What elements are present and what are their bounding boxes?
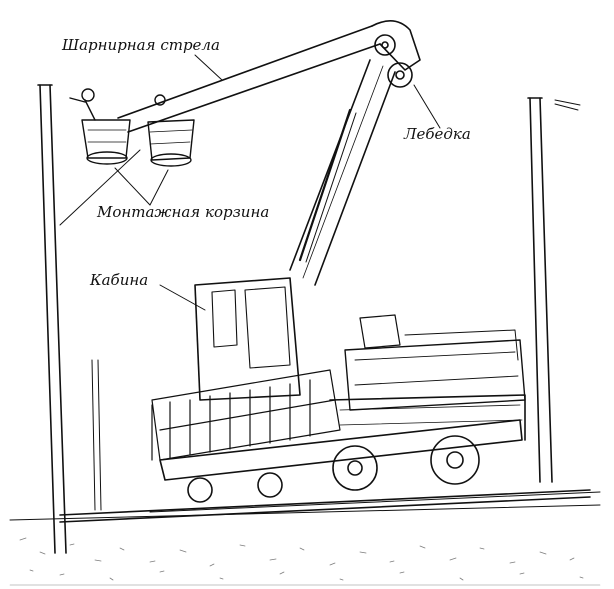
cabin: [194, 277, 301, 401]
boom-leader: [194, 54, 223, 81]
cabin-label: Кабина: [90, 271, 149, 289]
assembly-baskets: [69, 88, 195, 167]
callout-leaders: [114, 54, 441, 311]
basket-leader-2: [149, 169, 169, 206]
rail-track: [59, 489, 601, 523]
boom-label: Шарнирная стрела: [62, 36, 220, 54]
articulated-boom: [117, 20, 421, 286]
vehicle-chassis: [159, 394, 526, 481]
contact-wire: [59, 149, 141, 226]
winch-label: Лебедка: [404, 125, 471, 143]
winch-leader: [413, 84, 441, 129]
cabin-leader: [159, 284, 206, 311]
winch-drum: [387, 62, 413, 88]
platform-railing: [151, 314, 526, 461]
basket-label: Монтажная корзина: [97, 203, 270, 221]
basket-leader-1: [114, 167, 151, 206]
wheels: [187, 435, 480, 503]
right-utility-pole: [527, 97, 581, 483]
left-utility-pole: [37, 84, 102, 554]
ground: [9, 504, 601, 586]
